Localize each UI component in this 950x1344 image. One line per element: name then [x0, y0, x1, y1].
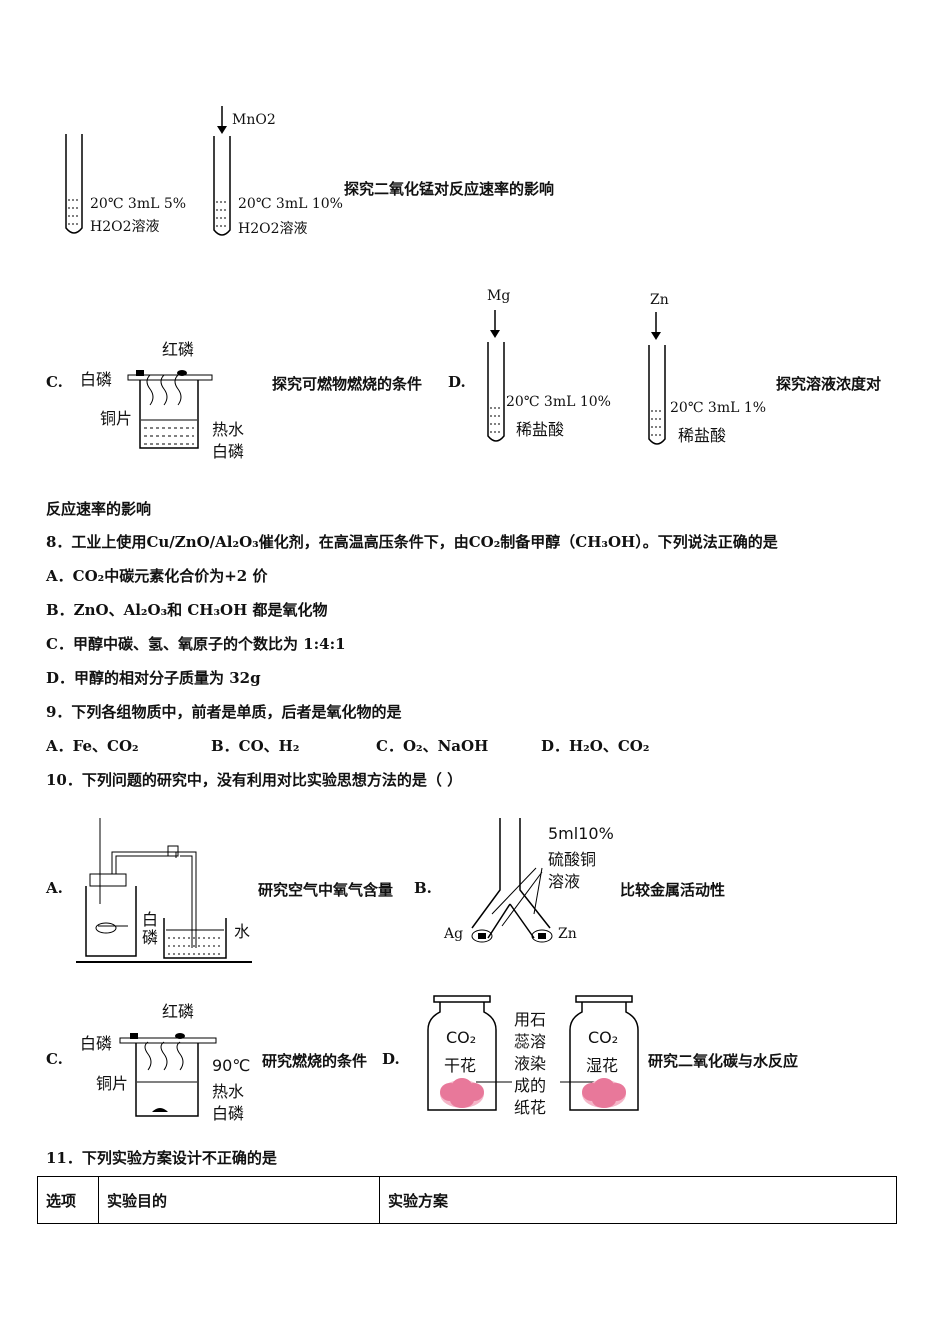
q10-c-letter: C.	[46, 1050, 63, 1068]
q10-a-caption: 研究空气中氧气含量	[258, 881, 394, 899]
option-d-caption-cont: 反应速率的影响	[46, 500, 152, 518]
co2-jar-dry	[427, 995, 497, 1111]
q10-c-white-p: 白磷	[80, 1034, 113, 1053]
q10-d-dry-flower: 干花	[444, 1056, 477, 1075]
y-tube-apparatus	[471, 818, 553, 943]
zn-arrow	[651, 312, 661, 340]
option-d-letter: D.	[448, 373, 466, 391]
q10-c-hot-water: 热水	[212, 1082, 245, 1101]
q10-c-white-p-2: 白磷	[212, 1104, 245, 1123]
q9-stem: 9．下列各组物质中，前者是单质，后者是氧化物的是	[46, 703, 402, 721]
tube2-label-2: H2O2溶液	[238, 221, 308, 237]
test-tube-zn	[648, 345, 666, 445]
q10-b-caption: 比较金属活动性	[620, 881, 726, 899]
q10-b-ag: Ag	[444, 926, 464, 942]
oxygen-content-apparatus	[76, 818, 252, 963]
q9-option-d: D．H₂O、CO₂	[541, 737, 650, 755]
header-plan: 实验方案	[379, 1176, 897, 1224]
q10-d-middle-5: 纸花	[514, 1098, 547, 1117]
header-purpose: 实验目的	[98, 1176, 380, 1224]
pointer-lines	[476, 1081, 596, 1083]
q10-d-middle-1: 用石	[514, 1010, 547, 1029]
q8-option-c: C．甲醇中碳、氢、氧原子的个数比为 1:4:1	[46, 635, 346, 653]
zn-label: Zn	[650, 292, 669, 308]
test-tube-1	[65, 134, 83, 234]
tube2-label-1: 20℃ 3mL 10%	[238, 196, 343, 212]
white-phosphorus-label: 白磷	[80, 370, 113, 389]
top-caption: 探究二氧化锰对反应速率的影响	[344, 180, 555, 198]
red-phosphorus-label: 红磷	[162, 340, 195, 359]
q11-stem: 11．下列实验方案设计不正确的是	[46, 1149, 277, 1167]
option-c-letter: C.	[46, 373, 63, 391]
q10-d-letter: D.	[382, 1050, 400, 1068]
q10-c-caption: 研究燃烧的条件	[262, 1052, 368, 1070]
q8-stem: 8．工业上使用Cu/ZnO/Al₂O₃催化剂，在高温高压条件下，由CO₂制备甲醇…	[46, 533, 778, 551]
q10-c-red-p: 红磷	[162, 1002, 195, 1021]
mg-tube-label-1: 20℃ 3mL 10%	[506, 394, 611, 410]
q10-d-middle-2: 蕊溶	[514, 1032, 547, 1051]
q10-b-zn: Zn	[558, 926, 577, 942]
q8-option-a: A．CO₂中碳元素化合价为+2 价	[46, 567, 268, 585]
q10-c-temp: 90℃	[212, 1056, 251, 1075]
hot-water-label: 热水	[212, 420, 245, 439]
mno2-label: MnO2	[232, 112, 276, 128]
option-c-caption: 探究可燃物燃烧的条件	[272, 375, 423, 393]
test-tube-mg	[487, 342, 505, 442]
q10-d-caption: 研究二氧化碳与水反应	[648, 1052, 799, 1070]
q10-d-wet-flower: 湿花	[586, 1056, 619, 1075]
test-tube-2	[213, 136, 231, 236]
q9-option-a: A．Fe、CO₂	[46, 737, 139, 755]
table-header-row: 选项 实验目的 实验方案	[37, 1176, 897, 1224]
combustion-apparatus-2	[119, 1033, 217, 1117]
q10-d-middle-3: 液染	[514, 1054, 547, 1073]
option-d-caption: 探究溶液浓度对	[776, 375, 882, 393]
q10-d-middle-4: 成的	[514, 1076, 547, 1095]
header-option: 选项	[37, 1176, 99, 1224]
q10-a-white-p: 白	[142, 910, 159, 929]
q10-c-copper: 铜片	[96, 1074, 129, 1093]
mg-tube-label-2: 稀盐酸	[516, 420, 565, 439]
q10-b-letter: B.	[414, 879, 432, 897]
white-phosphorus-label-2: 白磷	[212, 442, 245, 461]
q10-d-co2-1: CO₂	[446, 1028, 477, 1047]
q10-a-letter: A.	[46, 879, 63, 897]
combustion-apparatus-1	[127, 370, 213, 449]
q10-b-solution-2: 硫酸铜	[548, 850, 597, 869]
mg-arrow	[490, 310, 500, 338]
zn-tube-label-1: 20℃ 3mL 1%	[670, 400, 767, 416]
q10-a-white-p-2: 磷	[142, 928, 159, 947]
q10-b-solution-3: 溶液	[548, 872, 581, 891]
mno2-arrow	[217, 106, 227, 134]
tube1-label-2: H2O2溶液	[90, 219, 160, 235]
copper-plate-label: 铜片	[100, 409, 133, 428]
q10-b-solution-1: 5ml10%	[548, 824, 614, 843]
zn-tube-label-2: 稀盐酸	[678, 426, 727, 445]
co2-jar-wet	[569, 995, 639, 1111]
q10-stem: 10．下列问题的研究中，没有利用对比实验思想方法的是（ ）	[46, 771, 463, 789]
q10-d-co2-2: CO₂	[588, 1028, 619, 1047]
q11-table: 选项 实验目的 实验方案	[37, 1176, 897, 1224]
q8-option-d: D．甲醇的相对分子质量为 32g	[46, 669, 261, 687]
mg-label: Mg	[487, 288, 511, 304]
q10-a-water: 水	[234, 922, 251, 941]
q9-option-c: C．O₂、NaOH	[376, 737, 489, 755]
tube1-label-1: 20℃ 3mL 5%	[90, 196, 187, 212]
q8-option-b: B．ZnO、Al₂O₃和 CH₃OH 都是氧化物	[46, 601, 328, 619]
q9-option-b: B．CO、H₂	[211, 737, 300, 755]
